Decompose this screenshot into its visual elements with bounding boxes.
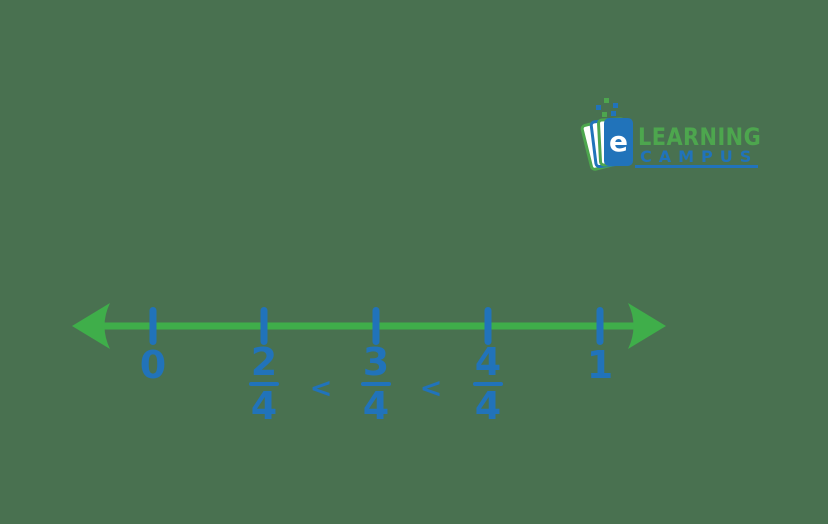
less-than-symbol-1: < — [309, 373, 333, 404]
logo-underline — [635, 165, 758, 168]
fraction-bar — [473, 382, 503, 386]
denominator: 4 — [250, 384, 278, 428]
label-zero: 0 — [123, 344, 183, 386]
fraction-two-fourths: 2 4 — [234, 340, 294, 428]
tick-mark-4-4 — [484, 307, 492, 345]
logo-learning-text: LEARNING — [638, 123, 762, 151]
right-arrowhead-icon — [628, 303, 666, 349]
label-zero-text: 0 — [139, 343, 167, 387]
tick-mark-2-4 — [260, 307, 268, 345]
tick-mark-3-4 — [372, 307, 380, 345]
label-one-text: 1 — [586, 343, 614, 387]
less-than-symbol-2: < — [419, 373, 443, 404]
denominator: 4 — [362, 384, 390, 428]
denominator: 4 — [474, 384, 502, 428]
logo-e-icon: e — [604, 118, 633, 166]
label-one: 1 — [570, 344, 630, 386]
numerator: 3 — [362, 340, 390, 384]
pixel-dot-icon — [613, 103, 618, 108]
numerator: 2 — [250, 340, 278, 384]
numerator: 4 — [474, 340, 502, 384]
elearning-campus-logo: e LEARNING CAMPUS — [579, 95, 778, 181]
logo-e-letter: e — [609, 125, 628, 158]
logo-campus-text: CAMPUS — [640, 147, 759, 166]
pixel-dot-icon — [602, 112, 607, 117]
fraction-three-fourths: 3 4 — [346, 340, 406, 428]
left-arrowhead-icon — [72, 303, 110, 349]
tick-mark-1 — [596, 307, 604, 345]
fraction-four-fourths: 4 4 — [458, 340, 518, 428]
pixel-dot-icon — [611, 111, 616, 116]
pixel-dot-icon — [604, 98, 609, 103]
fraction-bar — [361, 382, 391, 386]
tick-mark-0 — [149, 307, 157, 345]
book-stack-icon: e — [579, 95, 637, 175]
fraction-bar — [249, 382, 279, 386]
pixel-dot-icon — [596, 105, 601, 110]
